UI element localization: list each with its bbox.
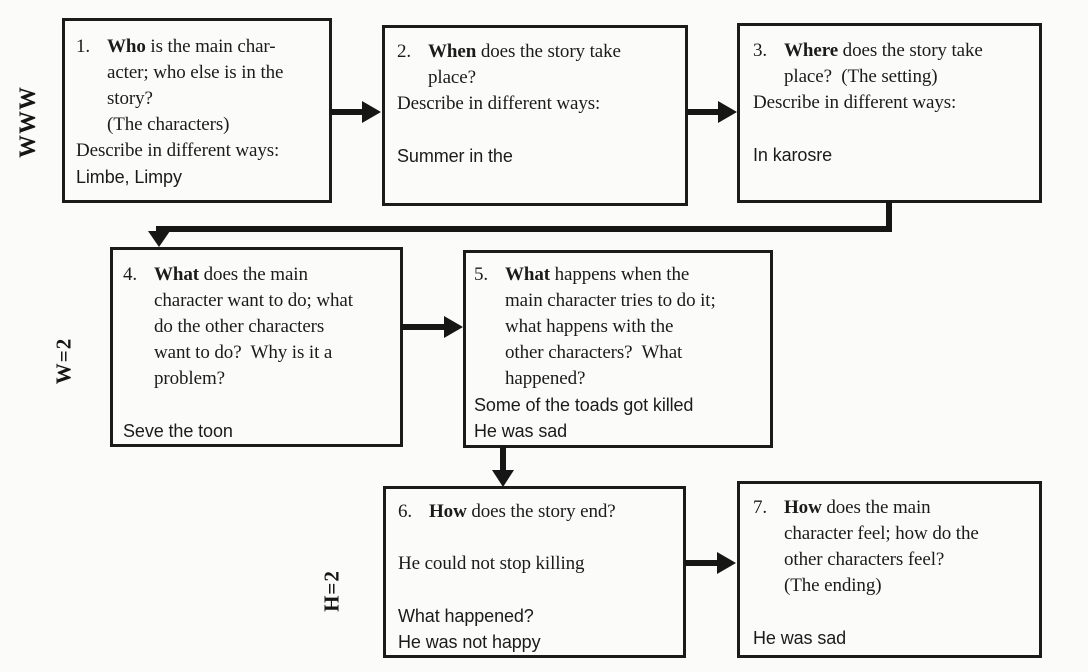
question-line: place? [428, 67, 476, 88]
question-line: 6.How does the story end? [398, 499, 678, 525]
blank-line [753, 599, 1034, 625]
box-1-content: 1.Who is the main char-acter; who else i… [76, 34, 324, 190]
question-line: place? (The setting) [784, 66, 938, 87]
box-1-who: 1.Who is the main char-acter; who else i… [62, 18, 332, 203]
question-keyword: What [154, 264, 199, 285]
question-keyword: How [429, 501, 467, 522]
question-line: do the other characters [154, 316, 325, 337]
question-line: want to do? Why is it a [154, 342, 333, 363]
question-keyword: When [428, 41, 477, 62]
student-answer-line: What happened? [398, 606, 534, 626]
box-6-content: 6.How does the story end? He could not s… [398, 499, 678, 655]
section-label-w2: W=2 [51, 337, 76, 385]
student-answer-line: Limbe, Limpy [76, 167, 182, 187]
question-line: (The characters) [107, 114, 230, 135]
student-answer-line: In karosre [753, 145, 833, 165]
arrow-right-icon-box6-box7 [685, 552, 736, 574]
question-line: Describe in different ways: [753, 92, 957, 113]
question-number: 7. [753, 497, 768, 518]
question-line: character want to do; what [154, 290, 353, 311]
question-keyword: Where [784, 40, 839, 61]
blank-line [398, 577, 678, 603]
student-answer-line: Seve the toon [123, 421, 233, 441]
question-line: happened? [505, 368, 586, 389]
blank-line [398, 525, 678, 551]
arrow-right-icon-box1-box2 [331, 101, 381, 123]
question-line: 2.When does the story take [397, 39, 680, 65]
question-number: 6. [398, 501, 413, 522]
arrow-down-icon-box5-box6 [492, 446, 514, 487]
question-line: Describe in different ways: [76, 140, 280, 161]
question-line: 7.How does the main [753, 495, 1034, 521]
question-number: 5. [474, 264, 489, 285]
arrow-right-icon-box2-box3 [687, 101, 737, 123]
question-number: 1. [76, 36, 91, 57]
student-answer-line: He was sad [753, 628, 847, 648]
question-line: acter; who else is in the [107, 62, 284, 83]
blank-line [753, 116, 1034, 142]
question-number: 2. [397, 41, 412, 62]
question-keyword: What [505, 264, 550, 285]
question-line: character feel; how do the [784, 523, 979, 544]
question-number: 4. [123, 264, 138, 285]
question-line: (The ending) [784, 575, 882, 596]
question-line: other characters feel? [784, 549, 945, 570]
question-keyword: How [784, 497, 822, 518]
question-line: 4.What does the main [123, 262, 396, 288]
question-line: 1.Who is the main char- [76, 34, 324, 60]
question-line: problem? [154, 368, 225, 389]
student-answer-line: Some of the toads got killed [474, 395, 694, 415]
question-line: He could not stop killing [398, 553, 585, 574]
question-line: 5.What happens when the [474, 262, 767, 288]
question-line: other characters? What [505, 342, 683, 363]
elbow-arrow-icon-box3-box4 [148, 201, 892, 247]
section-label-h2: H=2 [319, 570, 344, 612]
section-label-www: WWW [15, 86, 40, 158]
student-answer-line: He was sad [474, 421, 568, 441]
box-6-how-end: 6.How does the story end? He could not s… [383, 486, 686, 658]
blank-line [397, 117, 680, 143]
question-keyword: Who [107, 36, 146, 57]
arrow-right-icon-box4-box5 [401, 316, 463, 338]
student-answer-line: He was not happy [398, 632, 541, 652]
question-line: story? [107, 88, 153, 109]
question-line: 3.Where does the story take [753, 38, 1034, 64]
question-number: 3. [753, 40, 768, 61]
student-answer-line: Summer in the [397, 146, 513, 166]
question-line: main character tries to do it; [505, 290, 716, 311]
question-line: what happens with the [505, 316, 674, 337]
blank-line [123, 392, 396, 418]
question-line: Describe in different ways: [397, 93, 601, 114]
